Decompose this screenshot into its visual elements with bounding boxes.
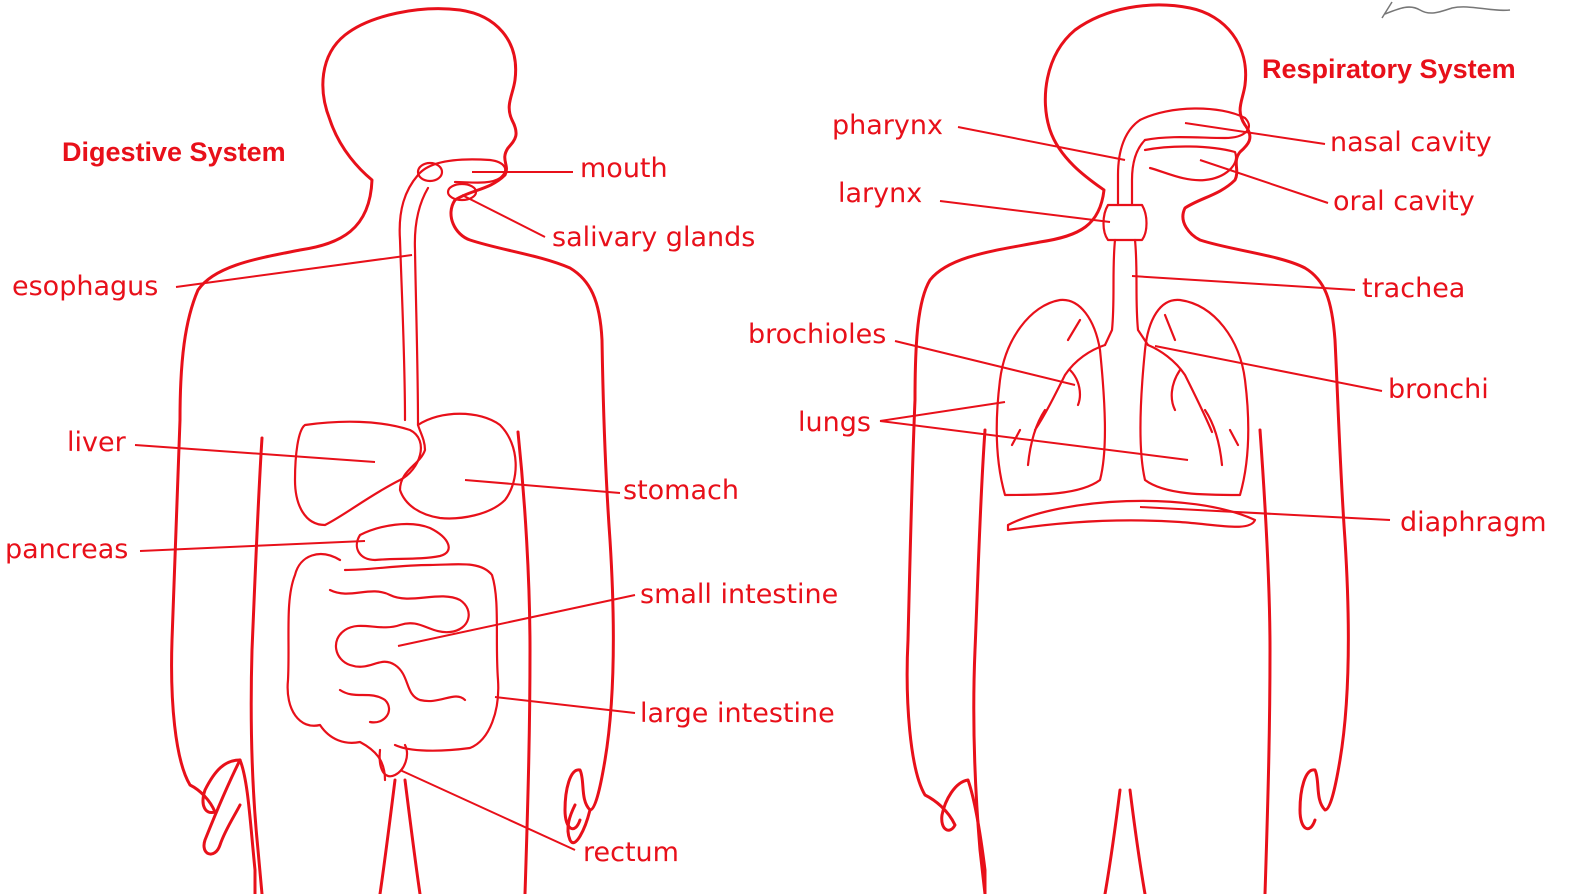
respiratory-legs: [1105, 790, 1145, 894]
oral-cavity-shape: [1145, 146, 1236, 180]
label-trachea: trachea: [1362, 273, 1465, 304]
label-brochioles: brochioles: [748, 319, 886, 350]
label-esophagus: esophagus: [12, 271, 158, 302]
digestive-title: Digestive System: [62, 137, 286, 167]
label-larynx: larynx: [838, 178, 922, 209]
label-liver: liver: [67, 427, 127, 458]
label-pharynx: pharynx: [832, 110, 943, 141]
label-small-intestine: small intestine: [640, 579, 838, 610]
respiratory-right-arm-inner: [1260, 430, 1270, 894]
leader-salivary-glands: [462, 195, 545, 237]
diaphragm-shape: [1008, 501, 1255, 530]
label-large-intestine: large intestine: [640, 698, 835, 729]
label-oral-cavity: oral cavity: [1333, 186, 1475, 217]
leader-lungs-left: [880, 402, 1005, 421]
label-bronchi: bronchi: [1388, 374, 1489, 405]
leader-pancreas: [140, 541, 365, 551]
leader-pharynx: [958, 127, 1125, 160]
leader-brochioles: [895, 341, 1075, 385]
bronchi-shape: [1028, 345, 1222, 465]
small-intestine-shape: [330, 590, 469, 722]
left-lung-shape: [997, 300, 1105, 495]
leader-larynx: [940, 201, 1110, 222]
respiratory-leaders: [880, 123, 1390, 520]
leader-large-intestine: [495, 697, 635, 713]
esophagus-shape: [400, 175, 428, 425]
trachea-shape: [1105, 240, 1148, 345]
leader-esophagus: [176, 255, 412, 287]
leader-nasal-cavity: [1185, 123, 1325, 144]
pancreas-shape: [357, 524, 449, 560]
digestive-legs: [380, 780, 420, 894]
leader-oral-cavity: [1200, 160, 1328, 203]
signature-mark: [1382, 2, 1510, 18]
label-salivary-glands: salivary glands: [552, 222, 755, 253]
leader-liver: [135, 445, 375, 462]
leader-rectum: [400, 770, 575, 850]
brochioles-shape: [1012, 315, 1238, 445]
larynx-shape: [1104, 205, 1147, 240]
label-diaphragm: diaphragm: [1400, 507, 1547, 538]
respiratory-title: Respiratory System: [1262, 54, 1516, 84]
large-intestine-shape: [288, 554, 499, 780]
digestive-leaders: [135, 172, 635, 850]
label-stomach: stomach: [623, 475, 739, 506]
digestive-left-hand: [204, 760, 240, 854]
label-pancreas: pancreas: [5, 534, 128, 565]
right-lung-shape: [1140, 300, 1248, 495]
label-rectum: rectum: [583, 837, 679, 868]
label-nasal-cavity: nasal cavity: [1330, 127, 1492, 158]
label-lungs: lungs: [798, 407, 871, 438]
leader-lungs-right: [880, 421, 1188, 460]
leader-small-intestine: [398, 595, 635, 646]
pharynx-shape: [1118, 120, 1145, 205]
liver-shape: [295, 422, 421, 525]
respiratory-left-arm-inner: [974, 430, 985, 894]
label-mouth: mouth: [580, 153, 668, 184]
digestive-left-arm-inner: [251, 438, 262, 894]
leader-stomach: [465, 480, 620, 493]
stomach-shape: [400, 414, 516, 519]
